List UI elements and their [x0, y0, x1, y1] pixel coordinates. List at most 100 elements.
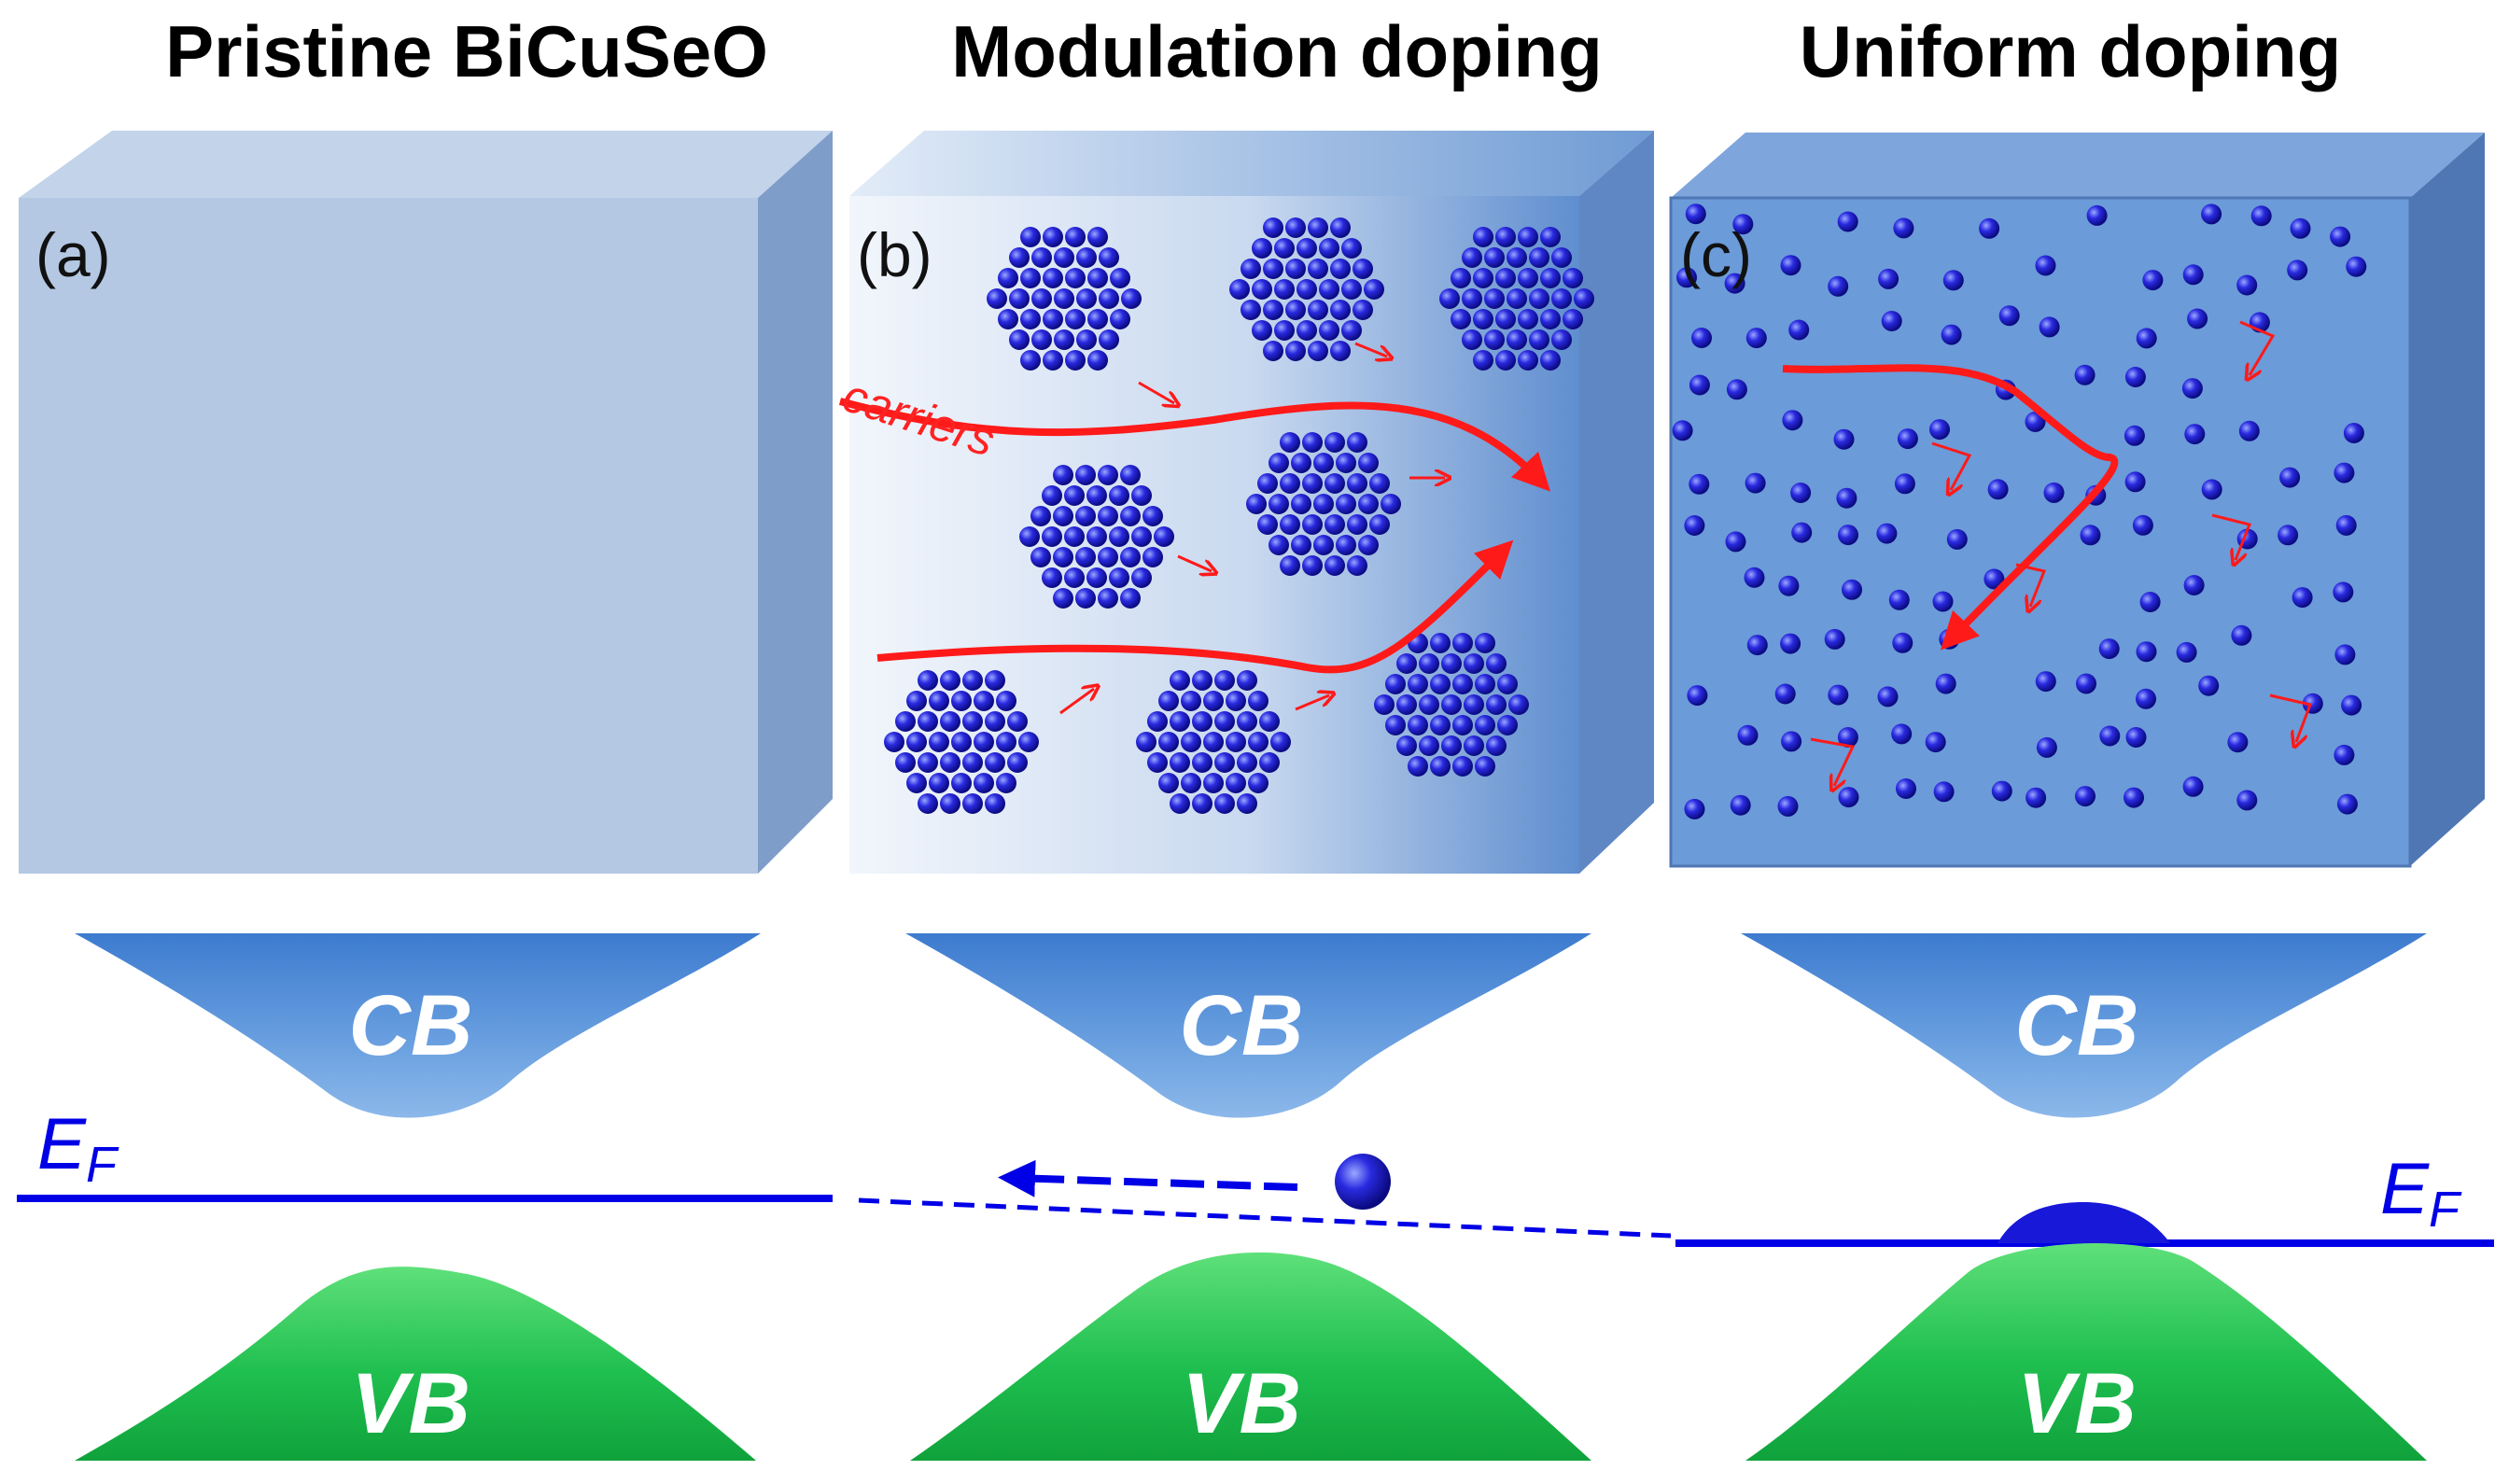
dopant-atom: [1087, 350, 1108, 371]
dopant-atom: [1408, 674, 1428, 694]
dopant-atom: [1099, 329, 1119, 350]
dopant-atom: [1297, 279, 1317, 300]
dopant-atom: [1226, 773, 1246, 793]
dopant-atom: [1280, 473, 1300, 494]
dopant-atom: [1042, 567, 1062, 588]
dopant-atom: [1441, 653, 1462, 674]
dopant-atom: [1053, 506, 1073, 526]
dopant-atom: [1237, 793, 1257, 814]
dopant-atom: [2125, 727, 2147, 748]
dopant-atom: [2336, 793, 2358, 815]
dopant-atom: [1263, 259, 1283, 279]
dopant-atom: [1158, 732, 1179, 752]
dopant-atom: [1330, 217, 1351, 238]
dopant-atom: [1464, 735, 1484, 756]
dopant-atom: [1529, 329, 1549, 350]
dopant-atom: [2182, 776, 2204, 797]
dopant-atom: [1893, 217, 1914, 239]
dopant-atom: [2124, 425, 2145, 446]
dopant-atom: [1252, 238, 1272, 259]
dopant-atom: [2136, 328, 2157, 349]
dopant-atom: [2278, 525, 2299, 546]
dopant-atom: [1142, 506, 1163, 526]
panel-title-c: Uniform doping: [1800, 10, 2342, 92]
dopant-atom: [1746, 635, 1768, 656]
dopant-atom: [1745, 472, 1766, 494]
dopant-atom: [929, 691, 949, 711]
dopant-atom: [1076, 329, 1097, 350]
dopant-atom: [2227, 732, 2249, 753]
dopant-atom: [1325, 432, 1345, 453]
dopant-atom: [1824, 628, 1845, 650]
dopant-atom: [1109, 567, 1129, 588]
dopant-atom: [1313, 494, 1334, 514]
dopant-atom: [985, 793, 1005, 814]
dopant-atom: [1291, 535, 1311, 555]
dopant-atom: [2334, 744, 2355, 765]
dopant-atom: [1725, 531, 1746, 553]
dopant-atom: [1396, 653, 1417, 674]
dopant-atom: [2035, 255, 2056, 276]
dopant-atom: [1086, 526, 1107, 547]
dopant-atom: [1269, 535, 1289, 555]
carrier-path-lower: [876, 539, 1514, 674]
dopant-atom: [1369, 473, 1390, 494]
dopant-atom: [906, 691, 927, 711]
dopant-atom: [2346, 256, 2367, 277]
dopant-atom: [1540, 227, 1561, 247]
dopant-atom: [1518, 309, 1538, 329]
dopant-atom: [1248, 773, 1269, 793]
dopant-atom: [1064, 526, 1085, 547]
dopant-atom: [1065, 309, 1086, 329]
dopant-atom: [1878, 268, 1899, 289]
panel-label-c: (c): [1680, 220, 1752, 289]
cube-a-side: [758, 131, 833, 874]
dopant-atom: [1888, 589, 1910, 610]
dopant-atom: [1308, 217, 1328, 238]
dopant-atom: [1842, 579, 1862, 600]
dopant-atom: [1780, 633, 1801, 654]
dopant-atom: [1308, 300, 1328, 320]
scatter-arrow: [2239, 320, 2276, 375]
dopant-atom: [1308, 341, 1328, 361]
cb-label-c: CB: [2015, 978, 2139, 1073]
dopant-atom: [998, 309, 1018, 329]
dopant-atom: [1419, 694, 1439, 715]
dopant-atom: [1451, 268, 1471, 288]
dopant-atom: [1319, 238, 1339, 259]
dopant-atom: [1120, 465, 1141, 485]
dopant-atom: [1285, 259, 1306, 279]
dopant-atom: [1075, 465, 1096, 485]
vb-shape-c: [1745, 1242, 2427, 1461]
dopant-atom: [1043, 309, 1063, 329]
dopant-atom: [1473, 309, 1493, 329]
dopant-atom: [1274, 279, 1295, 300]
dopant-atom: [1396, 694, 1417, 715]
scatter-arrow: [1354, 342, 1387, 357]
dopant-atom: [1269, 453, 1289, 473]
dopant-atom: [1777, 795, 1799, 817]
panel-label-b: (b): [857, 220, 932, 289]
scatter-arrow: [1177, 554, 1212, 571]
dopant-atom: [1240, 259, 1261, 279]
dopant-atom: [1551, 329, 1572, 350]
dopant-atom: [1838, 525, 1858, 546]
dopant-atom: [1828, 684, 1849, 706]
dopant-atom: [2231, 624, 2252, 646]
dopant-atom: [1325, 555, 1345, 576]
dopant-atom: [1009, 247, 1030, 268]
dopant-atom: [2201, 479, 2222, 500]
dopant-atom: [2132, 514, 2153, 536]
dopant-atom: [2036, 736, 2057, 758]
dopant-atom: [1007, 752, 1028, 773]
dopant-atom: [1031, 247, 1052, 268]
dopant-atom: [1203, 773, 1224, 793]
dopant-atom: [1285, 341, 1306, 361]
valence-band-c: VB: [1745, 1242, 2427, 1461]
dopant-atom: [1336, 494, 1356, 514]
dopant-atom: [2292, 587, 2313, 609]
fermi-level-b: [858, 1154, 1672, 1239]
dopant-atom: [1099, 288, 1119, 309]
dopant-atom: [1991, 780, 2012, 802]
